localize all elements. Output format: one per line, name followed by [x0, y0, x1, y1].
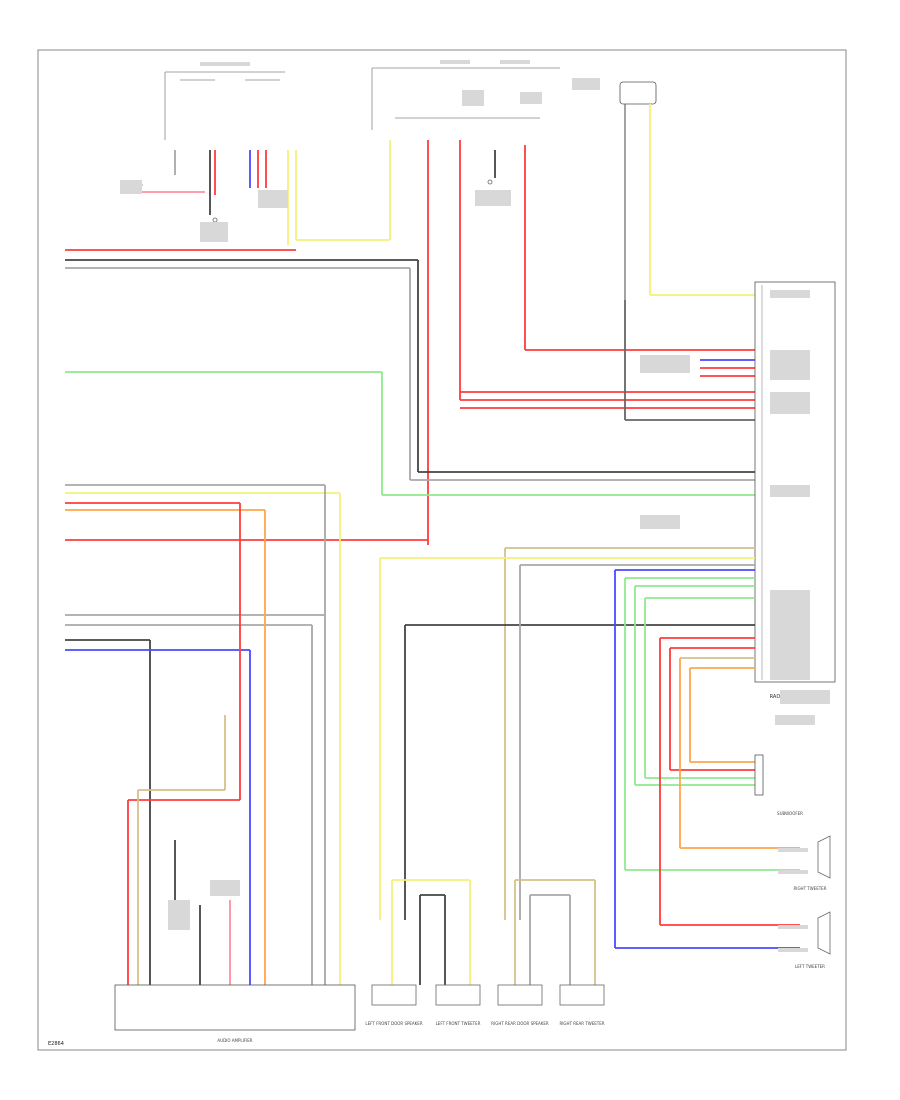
- lf-tweeter-label: LEFT FRONT TWEETER: [436, 1021, 481, 1026]
- left-tweeter-label: LEFT TWEETER: [795, 964, 825, 969]
- unreadable-label-blobs: [120, 60, 830, 952]
- rr-speaker-label: RIGHT REAR DOOR SPEAKER: [491, 1021, 549, 1026]
- rr-speaker: [497, 984, 543, 1006]
- rr-tweeter: [559, 984, 605, 1006]
- top-mid-bracket: [371, 67, 560, 130]
- top-left-bracket: [164, 71, 285, 140]
- satellite-antenna-module: [619, 81, 657, 300]
- top-short-wires: [140, 140, 526, 545]
- lf-speaker-wires: [391, 879, 596, 985]
- lf-tweeter: [435, 984, 481, 1006]
- amp-feed-wires: [65, 485, 341, 985]
- speaker-feed-wires: [379, 547, 800, 949]
- right-tweeter-label: RIGHT TWEETER: [794, 886, 827, 891]
- rr-tweeter-label: RIGHT REAR TWEETER: [559, 1021, 604, 1026]
- subwoofer-connector: [754, 754, 764, 796]
- left-tweeter: [817, 911, 831, 955]
- lf-speaker: [371, 984, 417, 1006]
- audio-amplifier-label: AUDIO AMPLIFIER: [217, 1038, 252, 1043]
- diagram-border: [37, 49, 847, 1051]
- subwoofer-label: SUBWOOFER: [777, 811, 803, 816]
- right-tweeter: [817, 835, 831, 879]
- head-unit-input-wires: [460, 294, 755, 421]
- audio-amplifier-connector: [114, 984, 356, 1031]
- diagram-footer-id: E2864: [48, 1041, 64, 1047]
- top-connectors: [137, 179, 493, 223]
- lf-speaker-label: LEFT FRONT DOOR SPEAKER: [365, 1021, 422, 1026]
- left-bus-wires: [65, 249, 755, 541]
